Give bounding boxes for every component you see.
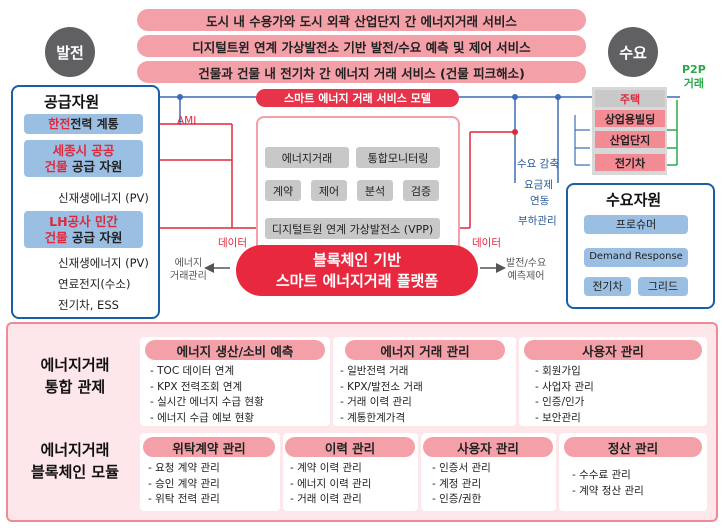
blockchain-list: 계약 이력 관리 에너지 이력 관리 거래 이력 관리 [290, 461, 371, 508]
generation-circle: 발전 [45, 27, 95, 77]
integrated-header: 사용자 관리 [524, 340, 702, 360]
vpp-tag: 디지털트윈 연계 가상발전소 (VPP) [265, 218, 440, 239]
demand-type: 산업단지 [595, 131, 665, 148]
integrated-list: TOC 데이터 연계 KPX 전력조회 연계 실시간 에너지 수급 현황 에너지… [150, 364, 264, 426]
integrated-header: 에너지 거래 관리 [345, 340, 505, 360]
blockchain-list: 수수료 관리 계약 정산 관리 [572, 468, 644, 499]
service-tag: 통합모니터링 [356, 147, 440, 168]
service-tag: 제어 [311, 180, 347, 201]
grid-box: 그리드 [638, 277, 688, 296]
tariff-label: 요금제 [524, 179, 553, 191]
demand-resource-title: 수요자원 [606, 191, 662, 209]
ev-box: 전기차 [584, 277, 631, 296]
demand-reduction: 수요 감축 [517, 158, 559, 170]
demand-type: 상업용빌딩 [595, 110, 665, 127]
service-tag: 분석 [357, 180, 393, 201]
lh-item: 신재생에너지 (PV) [58, 256, 149, 270]
integrated-header: 에너지 생산/소비 예측 [145, 340, 325, 360]
service-pill-2: 디지털트윈 연계 가상발전소 기반 발전/수요 예측 및 제어 서비스 [137, 35, 586, 57]
lh-box: LH공사 민간 건물 공급 자원 [24, 211, 143, 248]
blockchain-header: 위탁계약 관리 [143, 437, 275, 457]
data-label-right: 데이터 [472, 237, 501, 249]
lh-item: 연료전지(수소) [58, 277, 131, 291]
sejong-pv: 신재생에너지 (PV) [58, 191, 149, 205]
supply-title: 공급자원 [44, 93, 100, 111]
service-tag: 에너지거래 [265, 147, 349, 168]
integrated-list: 회원가입 사업자 관리 인증/인가 보안관리 [535, 364, 594, 426]
demand-type: 주택 [595, 90, 665, 107]
service-tag: 검증 [403, 180, 439, 201]
demand-type: 전기차 [595, 154, 665, 171]
blockchain-header: 이력 관리 [285, 437, 415, 457]
integrated-list: 일반전력 거래 KPX/발전소 거래 거래 이력 관리 계통한계가격 [340, 364, 423, 426]
blockchain-header: 정산 관리 [564, 437, 702, 457]
link-label: 연동 [530, 195, 550, 207]
prosumer-box: 프로슈머 [584, 215, 688, 234]
demand-circle: 수요 [608, 27, 658, 77]
blockchain-platform: 블록체인 기반 스마트 에너지거래 플랫폼 [236, 245, 478, 296]
service-pill-1: 도시 내 수용가와 도시 외곽 산업단지 간 에너지거래 서비스 [137, 9, 586, 31]
ami-label: AMI [177, 115, 197, 127]
kepco-grid-box: 한전 전력 계통 [24, 114, 143, 134]
service-model-title: 스마트 에너지 거래 서비스 모델 [256, 89, 459, 107]
data-label-left: 데이터 [218, 237, 247, 249]
load-mgmt-label: 부하관리 [518, 215, 557, 227]
service-tag: 계약 [265, 180, 301, 201]
blockchain-list: 요청 계약 관리 승인 계약 관리 위탁 전력 관리 [148, 461, 220, 508]
service-pill-3: 건물과 건물 내 전기차 간 에너지 거래 서비스 (건물 피크해소) [137, 61, 586, 83]
demand-response-box: Demand Response [584, 248, 688, 267]
sejong-box: 세종시 공공 건물 공급 자원 [24, 140, 143, 177]
blockchain-header: 사용자 관리 [423, 437, 553, 457]
blockchain-list: 인증서 관리 계정 관리 인증/권한 [432, 461, 491, 508]
lh-item: 전기차, ESS [58, 298, 119, 312]
